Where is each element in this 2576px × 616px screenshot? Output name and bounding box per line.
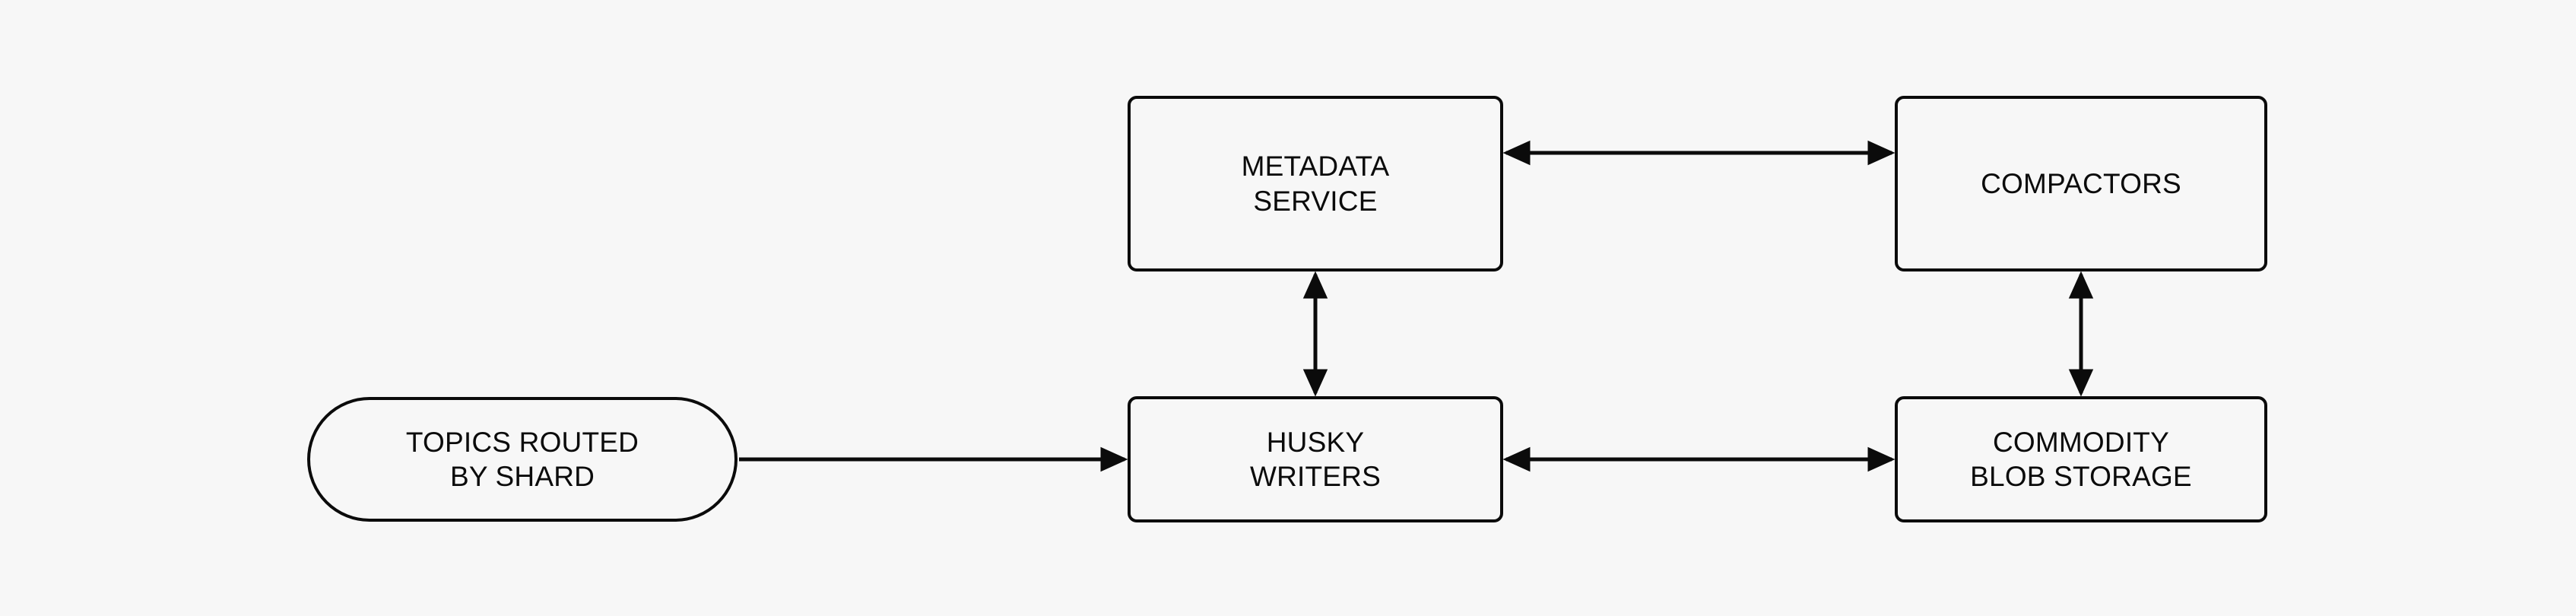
node-commodity-blob-storage-shape[interactable] (1895, 396, 2267, 522)
node-compactors-shape[interactable] (1895, 96, 2267, 271)
node-topics-routed-by-shard-shape[interactable] (307, 397, 738, 522)
node-metadata-service-shape[interactable] (1128, 96, 1503, 271)
node-husky-writers-shape[interactable] (1128, 396, 1503, 522)
